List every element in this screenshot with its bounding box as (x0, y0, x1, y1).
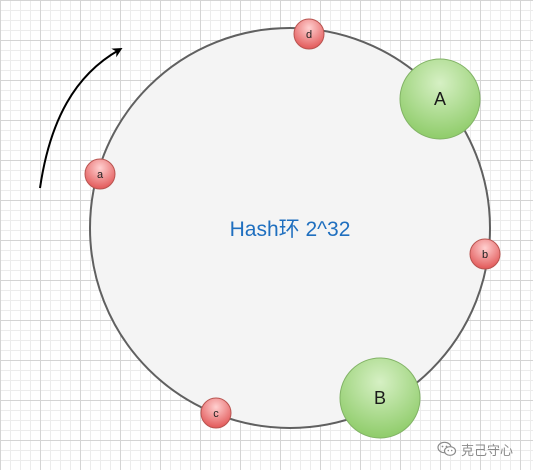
server-node-b: B (339, 357, 421, 439)
key-node-a-label: a (97, 169, 104, 181)
server-node-a-circle (399, 58, 481, 140)
key-node-c: c (200, 397, 232, 429)
server-node-a: A (399, 58, 481, 140)
key-node-b: b (469, 238, 501, 270)
server-node-b-label: B (374, 388, 386, 408)
key-node-a-circle (84, 158, 116, 190)
hash-ring: Hash环 2^32 (89, 27, 491, 429)
key-node-c-label: c (213, 408, 219, 420)
key-node-c-circle (200, 397, 232, 429)
key-node-b-label: b (482, 249, 488, 261)
watermark-text: 克己守心 (461, 443, 514, 459)
key-node-a: a (84, 158, 116, 190)
hash-ring-label: Hash环 2^32 (230, 218, 351, 241)
server-node-a-label: A (434, 89, 446, 109)
server-node-b-circle (339, 357, 421, 439)
watermark: 克己守心 (437, 438, 513, 460)
hash-ring-circle (89, 27, 491, 429)
key-node-d-label: d (306, 29, 312, 41)
key-node-d: d (293, 18, 325, 50)
key-node-d-circle (293, 18, 325, 50)
key-node-b-circle (469, 238, 501, 270)
wechat-icon (437, 441, 457, 457)
clockwise-arrow-icon (39, 48, 123, 189)
